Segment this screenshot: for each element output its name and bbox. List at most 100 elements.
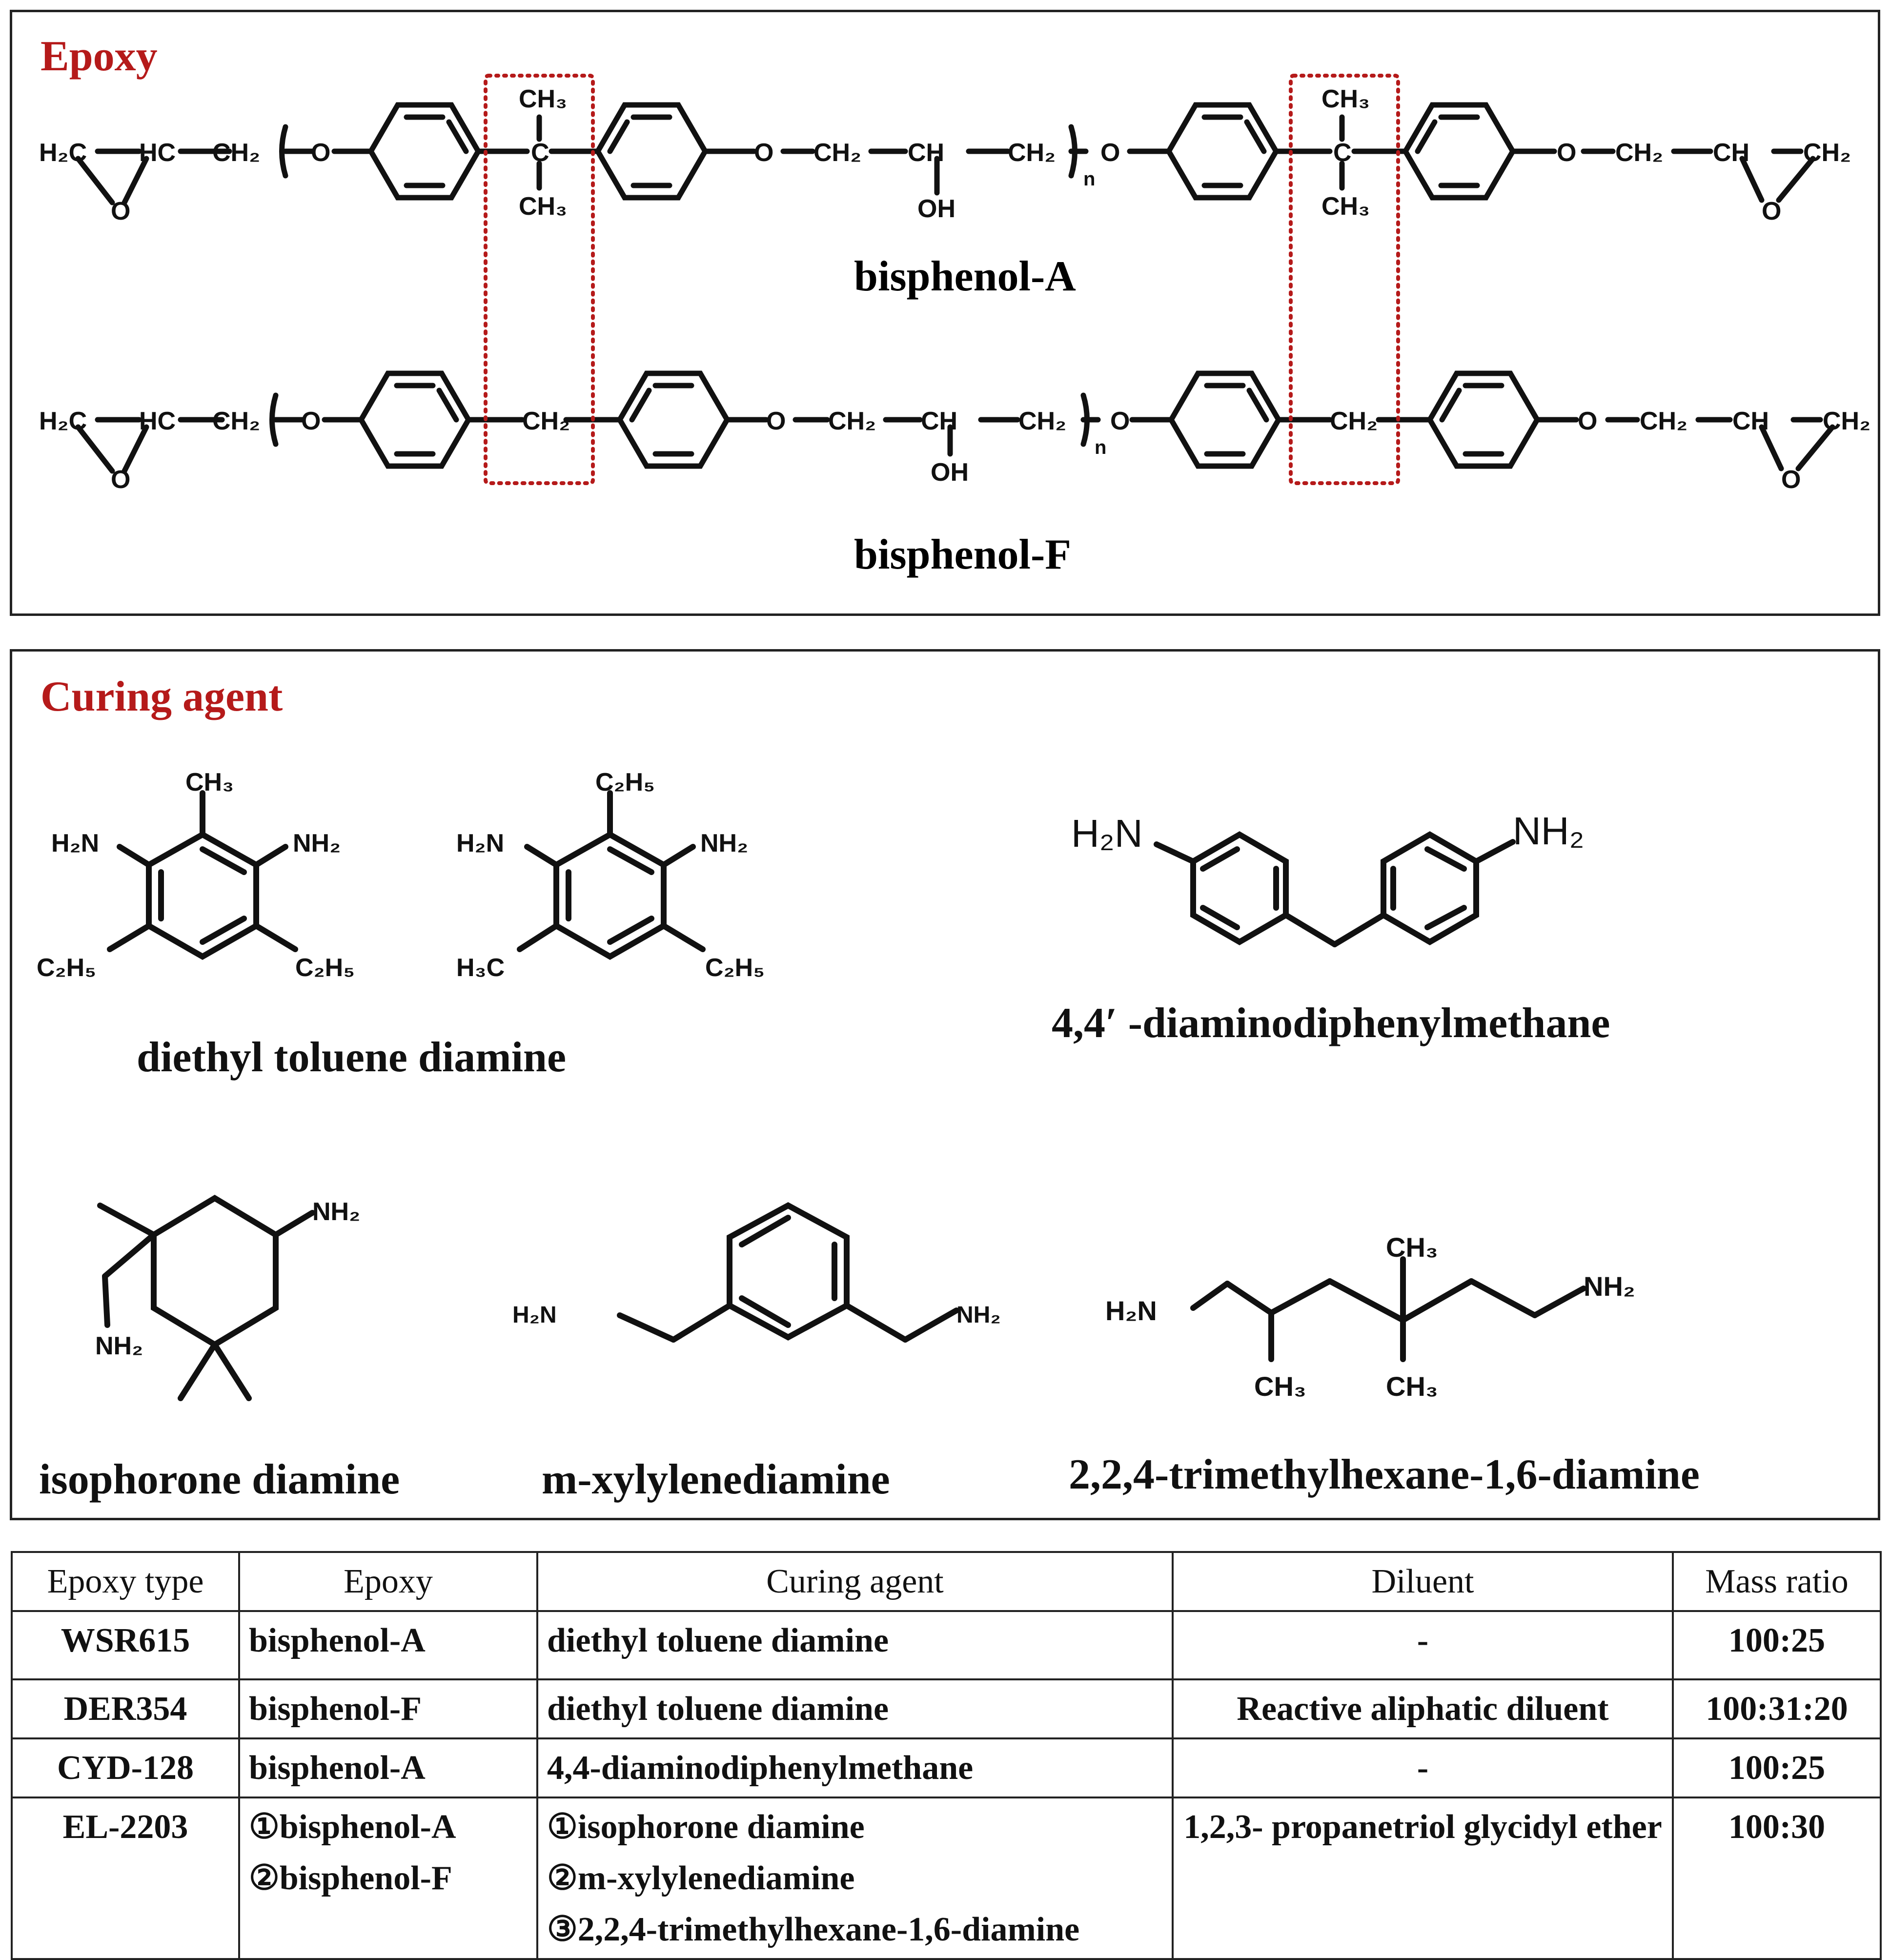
highlight-boxes (484, 74, 1400, 485)
cell-diluent: - (1172, 1610, 1674, 1680)
cell-mass-ratio: 100:25 (1672, 1737, 1882, 1798)
label-c2h5: C₂H₅ (37, 954, 96, 982)
label-oh: OH (917, 195, 955, 223)
label-o: O (754, 139, 773, 167)
label-h2n: H₂N (1105, 1295, 1157, 1326)
label-n: n (1083, 168, 1095, 190)
cell-epoxy-type: DER354 (11, 1678, 240, 1739)
label-h3c: H₃C (456, 954, 505, 982)
curing-agent-panel: Curing agent (10, 649, 1880, 1520)
label-o: O (111, 466, 130, 494)
label-o: O (1781, 466, 1801, 494)
label-oh: OH (931, 458, 969, 487)
table-row: EL-2203 ①bisphenol-A ②bisphenol-F ①isoph… (11, 1797, 1882, 1960)
label-ch3: CH₃ (185, 768, 234, 796)
label-o: O (1578, 407, 1597, 435)
cell-mass-ratio: 100:31:20 (1672, 1678, 1882, 1739)
header-mass-ratio: Mass ratio (1672, 1551, 1882, 1612)
cell-mass-ratio: 100:25 (1672, 1610, 1882, 1680)
label-h2n: H₂N (512, 1302, 557, 1328)
cell-diluent: - (1172, 1737, 1674, 1798)
label-ch2: CH₂ (1823, 407, 1870, 435)
cell-epoxy-type: EL-2203 (11, 1797, 240, 1960)
caption-bisphenol-f: bisphenol-F (854, 531, 1071, 578)
label-h2n: H₂N (51, 829, 99, 858)
label-c2h5: C₂H₅ (595, 768, 655, 796)
label-nh2: NH₂ (1584, 1271, 1635, 1302)
header-epoxy: Epoxy (238, 1551, 538, 1612)
cell-epoxy-item: ②bisphenol-F (249, 1859, 452, 1897)
cell-epoxy-item: ①bisphenol-A (249, 1808, 456, 1846)
table-row: WSR615 bisphenol-A diethyl toluene diami… (11, 1610, 1882, 1680)
cell-curing-item: ②m-xylylenediamine (547, 1859, 855, 1897)
label-ch2: CH₂ (828, 407, 876, 435)
label-ch2: CH₂ (1330, 407, 1378, 435)
caption-detda: diethyl toluene diamine (137, 1034, 566, 1081)
label-nh2: NH₂ (1513, 809, 1585, 853)
label-o: O (766, 407, 786, 435)
label-h2c: H₂C (39, 407, 87, 435)
label-ch3: CH₃ (1386, 1371, 1438, 1402)
label-ch3: CH₃ (1321, 85, 1370, 113)
label-ch2: CH₂ (522, 407, 570, 435)
label-ch: CH (921, 407, 957, 435)
cell-epoxy-type: WSR615 (11, 1610, 240, 1680)
cell-epoxy: bisphenol-F (238, 1678, 538, 1739)
caption-mxda: m-xylylenediamine (542, 1456, 890, 1503)
label-ch2: CH₂ (1615, 139, 1663, 167)
label-ch3: CH₃ (1254, 1371, 1306, 1402)
label-o: O (301, 407, 321, 435)
label-nh2: NH₂ (312, 1198, 360, 1226)
cell-diluent: Reactive aliphatic diluent (1172, 1678, 1674, 1739)
epoxy-structures-diagram: H₂C HC CH₂ O O C CH₃ CH₃ O CH₂ CH OH CH₂… (39, 74, 1870, 578)
composition-table: Epoxy type Epoxy Curing agent Diluent Ma… (11, 1551, 1882, 1960)
cell-epoxy: bisphenol-A (238, 1610, 538, 1680)
label-o: O (1110, 407, 1130, 435)
header-epoxy-type: Epoxy type (11, 1551, 240, 1612)
label-hc: HC (139, 139, 176, 167)
header-diluent: Diluent (1172, 1551, 1674, 1612)
label-o: O (1557, 139, 1576, 167)
cell-curing-agent: diethyl toluene diamine (536, 1678, 1174, 1739)
label-ch2: CH₂ (813, 139, 861, 167)
cell-curing-item: ③2,2,4-trimethylhexane-1,6-diamine (547, 1911, 1080, 1948)
label-h2n: H₂N (456, 829, 504, 858)
label-ch: CH (1713, 139, 1749, 167)
label-ch3: CH₃ (1321, 192, 1370, 221)
cell-mass-ratio: 100:30 (1672, 1797, 1882, 1960)
label-ch: CH (908, 139, 944, 167)
cell-epoxy: bisphenol-A (238, 1737, 538, 1798)
caption-bisphenol-a: bisphenol-A (854, 253, 1076, 300)
label-nh2: NH₂ (956, 1302, 1001, 1328)
label-ch3: CH₃ (519, 85, 567, 113)
label-nh2: NH₂ (700, 829, 748, 858)
label-hc: HC (139, 407, 176, 435)
caption-ipda: isophorone diamine (39, 1456, 400, 1503)
epoxy-panel: Epoxy (10, 10, 1880, 616)
cell-curing-agent: diethyl toluene diamine (536, 1610, 1174, 1680)
table-header-row: Epoxy type Epoxy Curing agent Diluent Ma… (11, 1551, 1882, 1612)
caption-tmd: 2,2,4-trimethylhexane-1,6-diamine (1069, 1451, 1700, 1498)
cell-curing-agent: 4,4-diaminodiphenylmethane (536, 1737, 1174, 1798)
label-c2h5: C₂H₅ (705, 954, 765, 982)
label-ch2: CH₂ (1008, 139, 1056, 167)
label-nh2: NH₂ (293, 829, 341, 858)
label-ch2: CH₂ (1018, 407, 1066, 435)
label-o: O (1762, 197, 1781, 225)
cell-curing-agent: ①isophorone diamine ②m-xylylenediamine ③… (536, 1797, 1174, 1960)
label-o: O (1100, 139, 1120, 167)
label-o: O (111, 197, 130, 225)
header-curing-agent: Curing agent (536, 1551, 1174, 1612)
table-row: CYD-128 bisphenol-A 4,4-diaminodiphenylm… (11, 1737, 1882, 1798)
cell-epoxy: ①bisphenol-A ②bisphenol-F (238, 1797, 538, 1960)
label-h2c: H₂C (39, 139, 87, 167)
label-ch2: CH₂ (212, 139, 260, 167)
label-ch2: CH₂ (1803, 139, 1851, 167)
table-row: DER354 bisphenol-F diethyl toluene diami… (11, 1678, 1882, 1739)
cell-epoxy-type: CYD-128 (11, 1737, 240, 1798)
cell-diluent: 1,2,3- propanetriol glycidyl ether (1172, 1797, 1674, 1960)
curing-agent-structures-diagram: CH₃ H₂N NH₂ C₂H₅ C₂H₅ C₂H₅ H₂N NH₂ H₃C C… (37, 768, 1700, 1503)
curing-agent-title: Curing agent (41, 673, 283, 720)
cell-curing-item: ①isophorone diamine (547, 1808, 865, 1846)
label-ch2: CH₂ (212, 407, 260, 435)
